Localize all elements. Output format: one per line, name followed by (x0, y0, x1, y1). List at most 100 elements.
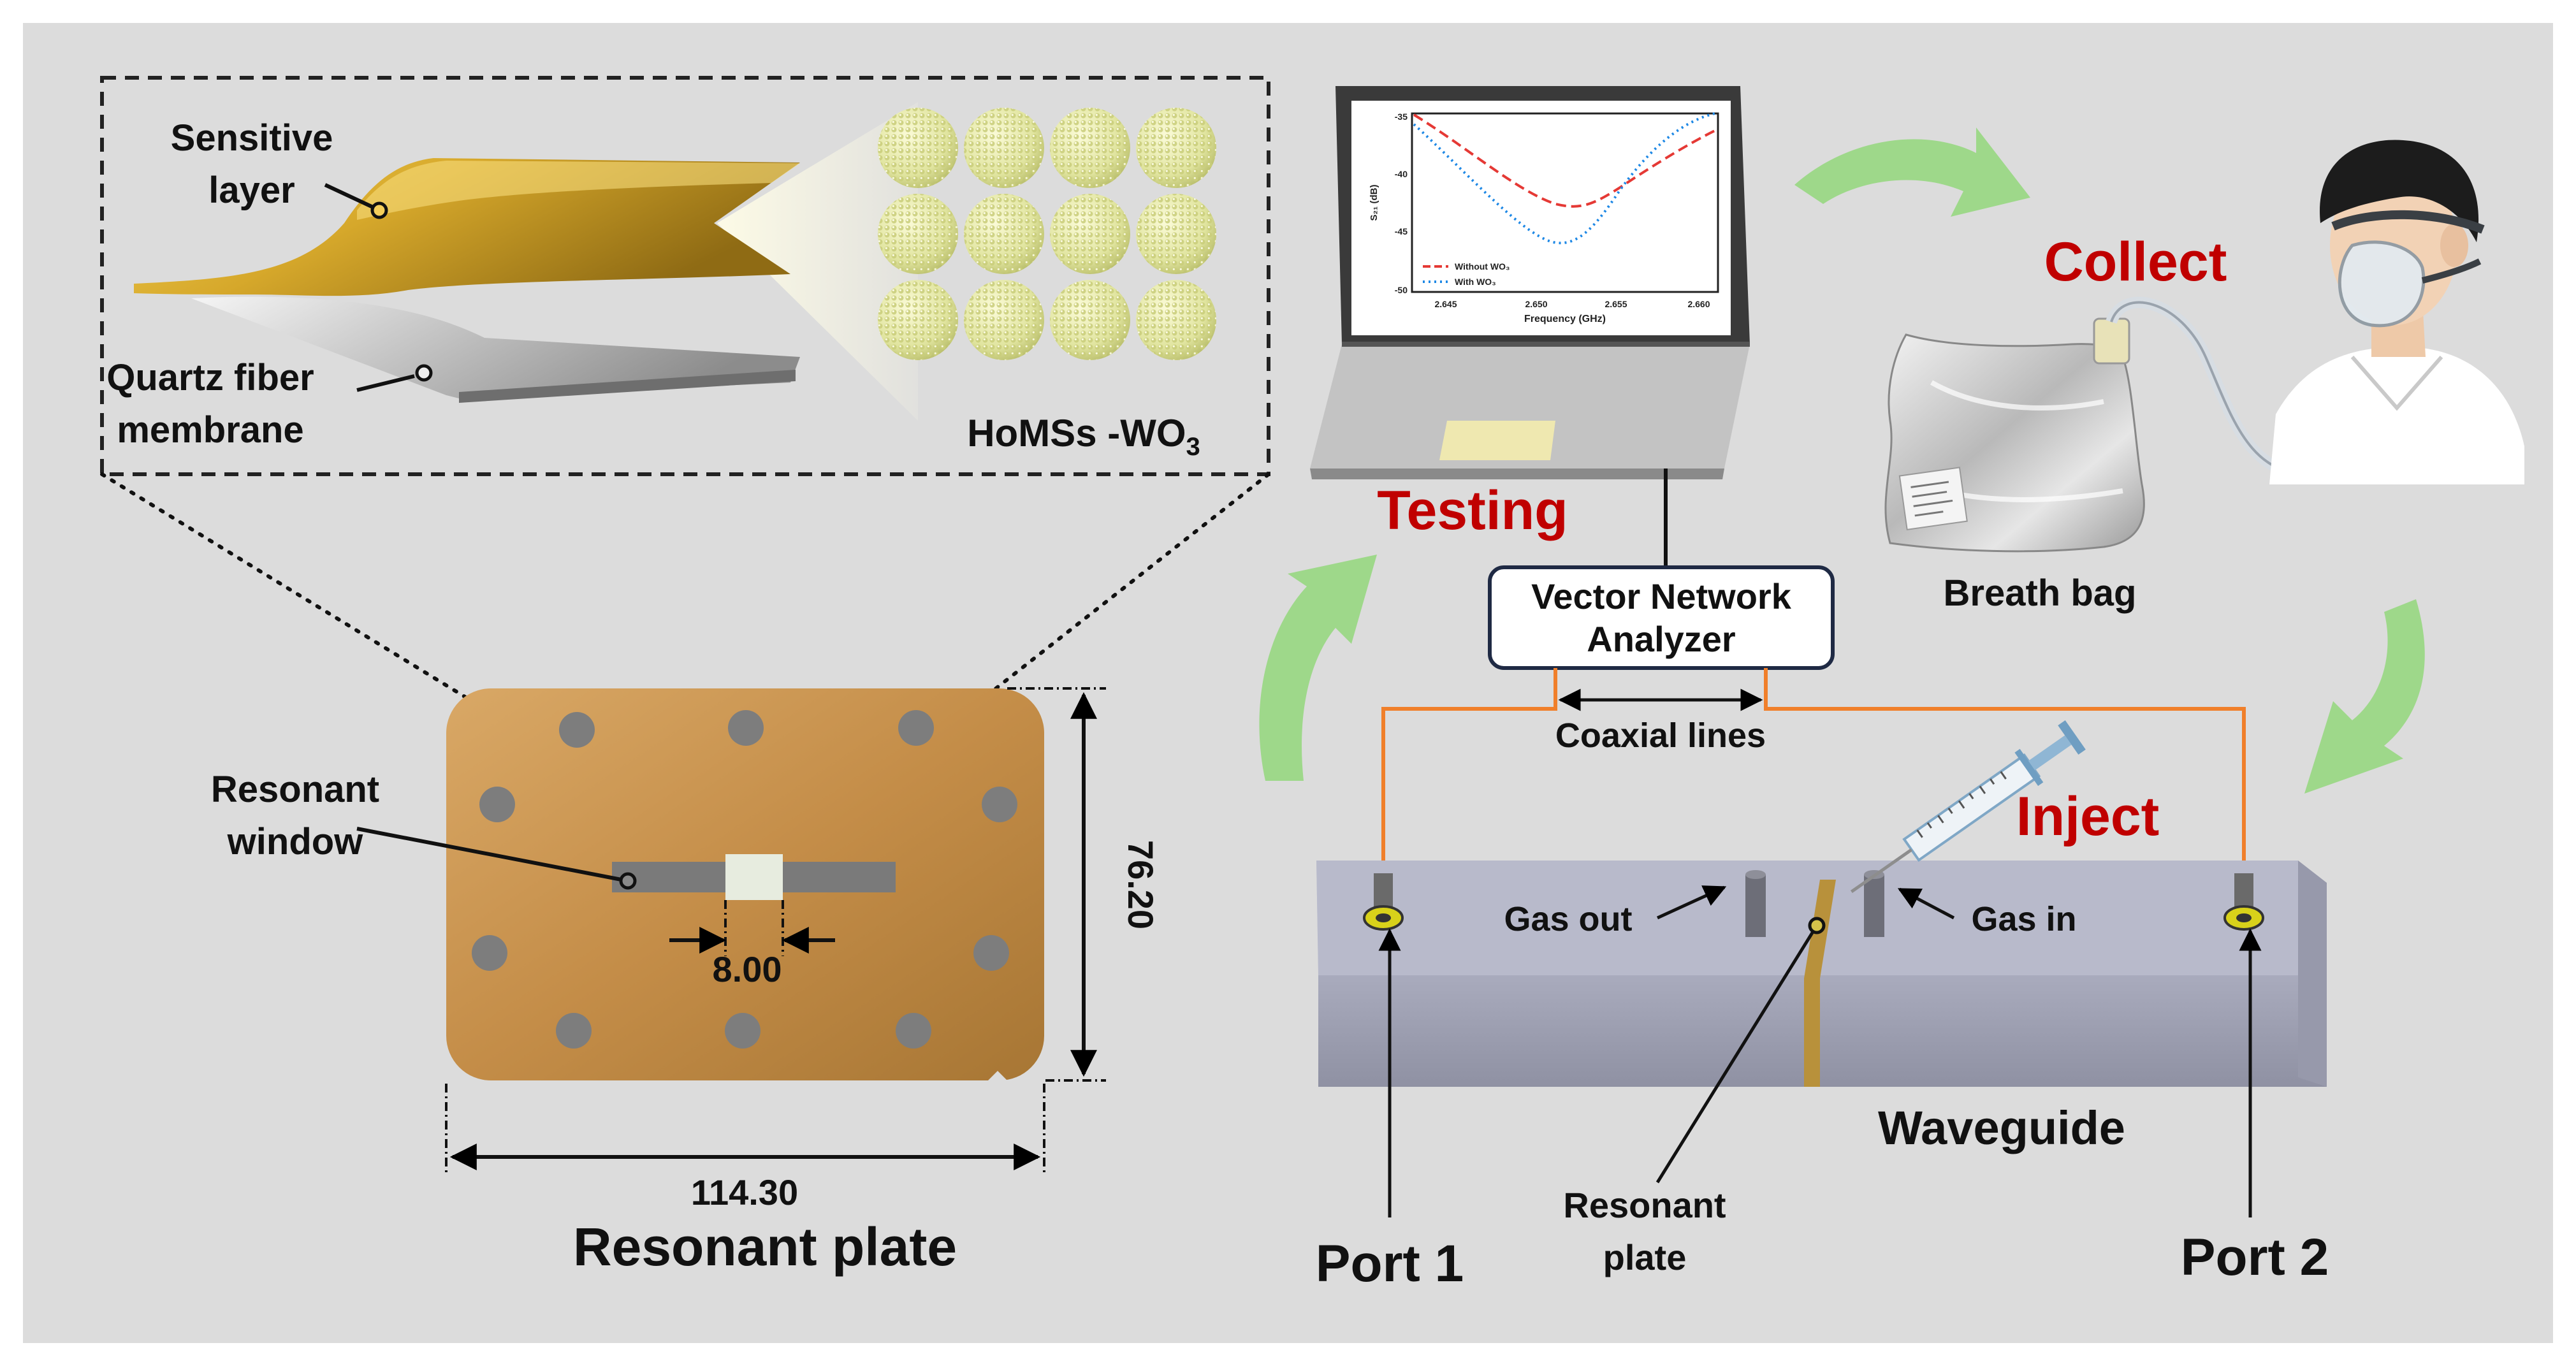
waveguide-front (1318, 975, 2327, 1087)
gas-in-arrow (1897, 887, 1955, 920)
laptop-screen (1351, 101, 1731, 335)
gas-in-label: Gas in (1971, 900, 2076, 938)
label-sensitive-layer: Sensitive layer (171, 117, 388, 219)
gas-out-arrow (1656, 885, 1727, 920)
plot-xtick: 2.660 (1687, 299, 1710, 309)
person-collar (2350, 356, 2443, 411)
homss-sphere-texture (1136, 108, 1216, 188)
plot-xtick: 2.650 (1525, 299, 1547, 309)
waveguide-label: Waveguide (1878, 1101, 2125, 1154)
port2-annotation: Port 2 (2181, 928, 2329, 1286)
homss-sphere-texture (878, 194, 958, 274)
person (2269, 140, 2524, 484)
plot-ylabel: S₂₁ (dB) (1369, 184, 1379, 221)
quartz-membrane-line1: Quartz fiber (106, 357, 314, 398)
syringe-plunger-cap (2058, 720, 2086, 755)
laptop-plot: S₂₁ (dB) Frequency (GHz) -35 -40 -45 -50… (1369, 112, 1719, 324)
plot-xticks: 2.645 2.650 2.655 2.660 (1434, 299, 1710, 309)
plot-ytick: -40 (1395, 169, 1408, 179)
homss-label-sub: 3 (1186, 433, 1200, 461)
resonant-plate-photo (446, 688, 1044, 1080)
resonant-window-pointer (619, 872, 637, 890)
resonant-window-leader (356, 827, 629, 883)
port1-core (1376, 913, 1391, 922)
sensitive-layer-pointer (370, 201, 388, 219)
label-quartz-membrane: Quartz fiber membrane (106, 357, 433, 451)
sensitive-layer-top (357, 161, 800, 220)
gas-in-annotation: Gas in (1897, 887, 2077, 938)
plate-hole (898, 710, 934, 746)
sensitive-layer-film (134, 158, 800, 296)
vna-line1: Vector Network (1531, 576, 1792, 616)
person-ear (2440, 224, 2468, 267)
label-resonant-window: Resonant window (211, 769, 637, 890)
resonant-plate-caption: Resonant plate (573, 1217, 957, 1277)
gas-out-pipe-body (1745, 875, 1766, 937)
homss-label-main: HoMSs -WO (967, 412, 1186, 454)
quartz-membrane-pointer (415, 364, 433, 382)
port1-label: Port 1 (1316, 1235, 1464, 1293)
plot-ytick: -35 (1395, 112, 1408, 122)
bag-tag-print (1910, 481, 1953, 517)
gas-out-label: Gas out (1504, 900, 1632, 938)
cable-to-port2 (1764, 668, 2246, 876)
vector-network-analyzer: Vector Network Analyzer (1488, 565, 1835, 670)
plot-ytick: -45 (1395, 226, 1408, 236)
legend-label-with: With WO₃ (1455, 277, 1496, 287)
sensitive-layer-leader (324, 183, 374, 209)
arrow-testing-to-collect (1794, 127, 2030, 217)
homss-wo3-label: HoMSs -WO3 (967, 412, 1200, 461)
homss-sphere-texture (1050, 108, 1130, 188)
port2-label: Port 2 (2181, 1228, 2329, 1286)
mask-strap (2331, 210, 2485, 234)
breath-bag (1884, 317, 2145, 553)
oxygen-mask (2338, 240, 2426, 328)
person-hair (2320, 140, 2479, 242)
port1-annotation: Port 1 (1316, 928, 1464, 1293)
slot-width-value: 8.00 (713, 949, 782, 989)
width-value: 114.30 (691, 1172, 798, 1212)
syringe-graduations (1916, 771, 2007, 838)
waveguide-end (2298, 861, 2327, 1087)
plot-legend: Without WO₃ With WO₃ (1423, 261, 1510, 287)
resonant-plate-pointer (1808, 917, 1826, 934)
vna-line2: Analyzer (1587, 619, 1735, 659)
port2-connector (2223, 873, 2264, 931)
homss-sphere-texture (1050, 280, 1130, 360)
quartz-membrane-line2: membrane (117, 409, 303, 451)
resonant-window-patch (725, 854, 783, 900)
height-dimension: 76.20 (1007, 687, 1161, 1082)
gas-out-pipe (1745, 870, 1766, 937)
sensitive-layer-line2: layer (208, 170, 295, 211)
plate-hole (556, 1013, 592, 1049)
material-inset: Sensitive layer Quartz fiber membrane Ho… (100, 76, 1270, 476)
port2-core (2236, 913, 2252, 922)
plot-ytick: -50 (1395, 285, 1408, 295)
plot-frame (1411, 112, 1719, 293)
breath-bag-label: Breath bag (1944, 572, 2137, 614)
homss-sphere-texture (964, 108, 1044, 188)
step-collect-label: Collect (2044, 231, 2227, 293)
homss-sphere-texture (878, 108, 958, 188)
vna-box (1488, 565, 1835, 670)
homss-sphere-texture (878, 280, 958, 360)
laptop: S₂₁ (dB) Frequency (GHz) -35 -40 -45 -50… (1310, 86, 1750, 479)
homss-sphere-texture (1136, 280, 1216, 360)
resonant-plate-annotation: Resonant plate (1563, 917, 1826, 1277)
syringe-plunger (2028, 735, 2072, 771)
plate-notch (988, 1071, 1007, 1080)
plate-hole (728, 710, 764, 746)
syringe-needle (1850, 848, 1912, 894)
height-value: 76.20 (1121, 840, 1161, 929)
gas-out-annotation: Gas out (1504, 885, 1727, 938)
curve-without-wo3 (1413, 113, 1715, 208)
plot-yticks: -35 -40 -45 -50 (1395, 112, 1408, 295)
resonant-plate-line2: plate (1603, 1237, 1687, 1277)
slot-width-dimension: 8.00 (669, 900, 835, 989)
laptop-touchpad (1439, 421, 1555, 460)
arrow-inject-to-testing (1259, 555, 1377, 781)
plate-hole (479, 787, 515, 822)
bag-valve (2093, 317, 2130, 365)
gas-out-pipe-top (1745, 870, 1766, 879)
